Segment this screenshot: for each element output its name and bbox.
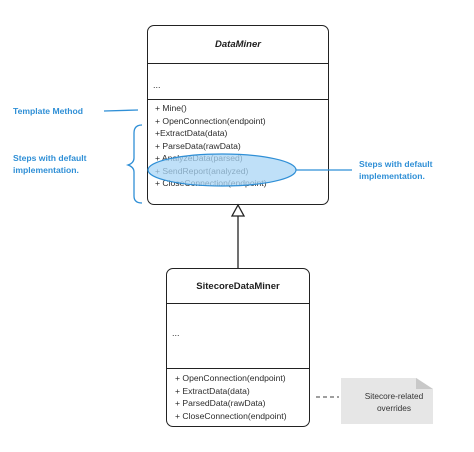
overrides-note-text: Sitecore-related overrides [364, 391, 424, 413]
sitecore-dataminer-class: SitecoreDataMiner ... + OpenConnection(e… [166, 268, 310, 427]
sitecore-method-extract-data: + ExtractData(data) [175, 385, 250, 396]
sitecore-method-open-connection: + OpenConnection(endpoint) [175, 373, 286, 383]
method-parse-data: + ParseData(rawData) [155, 140, 241, 151]
dataminer-methods: + Mine() + OpenConnection(endpoint) +Ext… [148, 100, 328, 190]
sitecore-attributes: ... [167, 304, 309, 369]
steps-default-label-right: Steps with default implementation. [359, 159, 433, 181]
sitecore-method-parsed-data: + ParsedData(rawData) [175, 398, 266, 408]
dataminer-attributes: ... [148, 64, 328, 100]
dataminer-class-name: DataMiner [148, 26, 328, 64]
sitecore-method-close-connection: + CloseConnection(endpoint) [175, 410, 287, 421]
dataminer-class: DataMiner ... + Mine() + OpenConnection(… [147, 25, 329, 205]
method-close-connection: + CloseConnection(endpoint) [155, 178, 267, 188]
sitecore-methods: + OpenConnection(endpoint) + ExtractData… [167, 369, 309, 422]
template-method-pointer [103, 109, 139, 112]
template-method-label: Template Method [13, 106, 84, 116]
sitecore-class-name: SitecoreDataMiner [167, 269, 309, 304]
steps-left-bracket [125, 124, 143, 204]
method-analyze-data: + AnalyzeData(parsed) [155, 153, 243, 163]
method-extract-data: +ExtractData(data) [155, 128, 228, 138]
steps-default-label-left: Steps with default implementation. [13, 153, 87, 175]
inheritance-arrowhead [230, 203, 246, 217]
method-send-report: + SendReport(analyzed) [155, 165, 249, 176]
method-open-connection: + OpenConnection(endpoint) [155, 115, 266, 126]
method-mine: + Mine() [155, 103, 187, 113]
